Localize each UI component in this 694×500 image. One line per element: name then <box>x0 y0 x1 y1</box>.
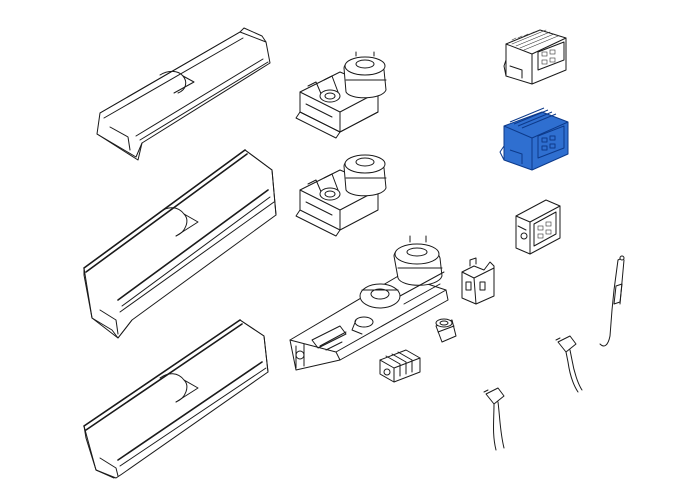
control-board-1[interactable] <box>503 29 567 85</box>
bracket[interactable] <box>461 257 495 305</box>
gearmotor-arm-assembly[interactable] <box>289 235 449 371</box>
terminal-block[interactable] <box>379 349 421 383</box>
cable-connector-2[interactable] <box>483 387 505 451</box>
control-board-highlighted[interactable] <box>499 107 569 171</box>
profile-bottom[interactable] <box>83 319 269 479</box>
control-board-3[interactable] <box>515 199 561 255</box>
gearmotor-2[interactable] <box>295 154 387 237</box>
cable-connector-1[interactable] <box>555 335 583 393</box>
profile-middle[interactable] <box>83 149 277 339</box>
profile-top[interactable] <box>96 27 271 161</box>
gearmotor-1[interactable] <box>295 51 387 139</box>
bushing[interactable] <box>435 318 457 343</box>
rod-sensor[interactable] <box>599 255 625 347</box>
